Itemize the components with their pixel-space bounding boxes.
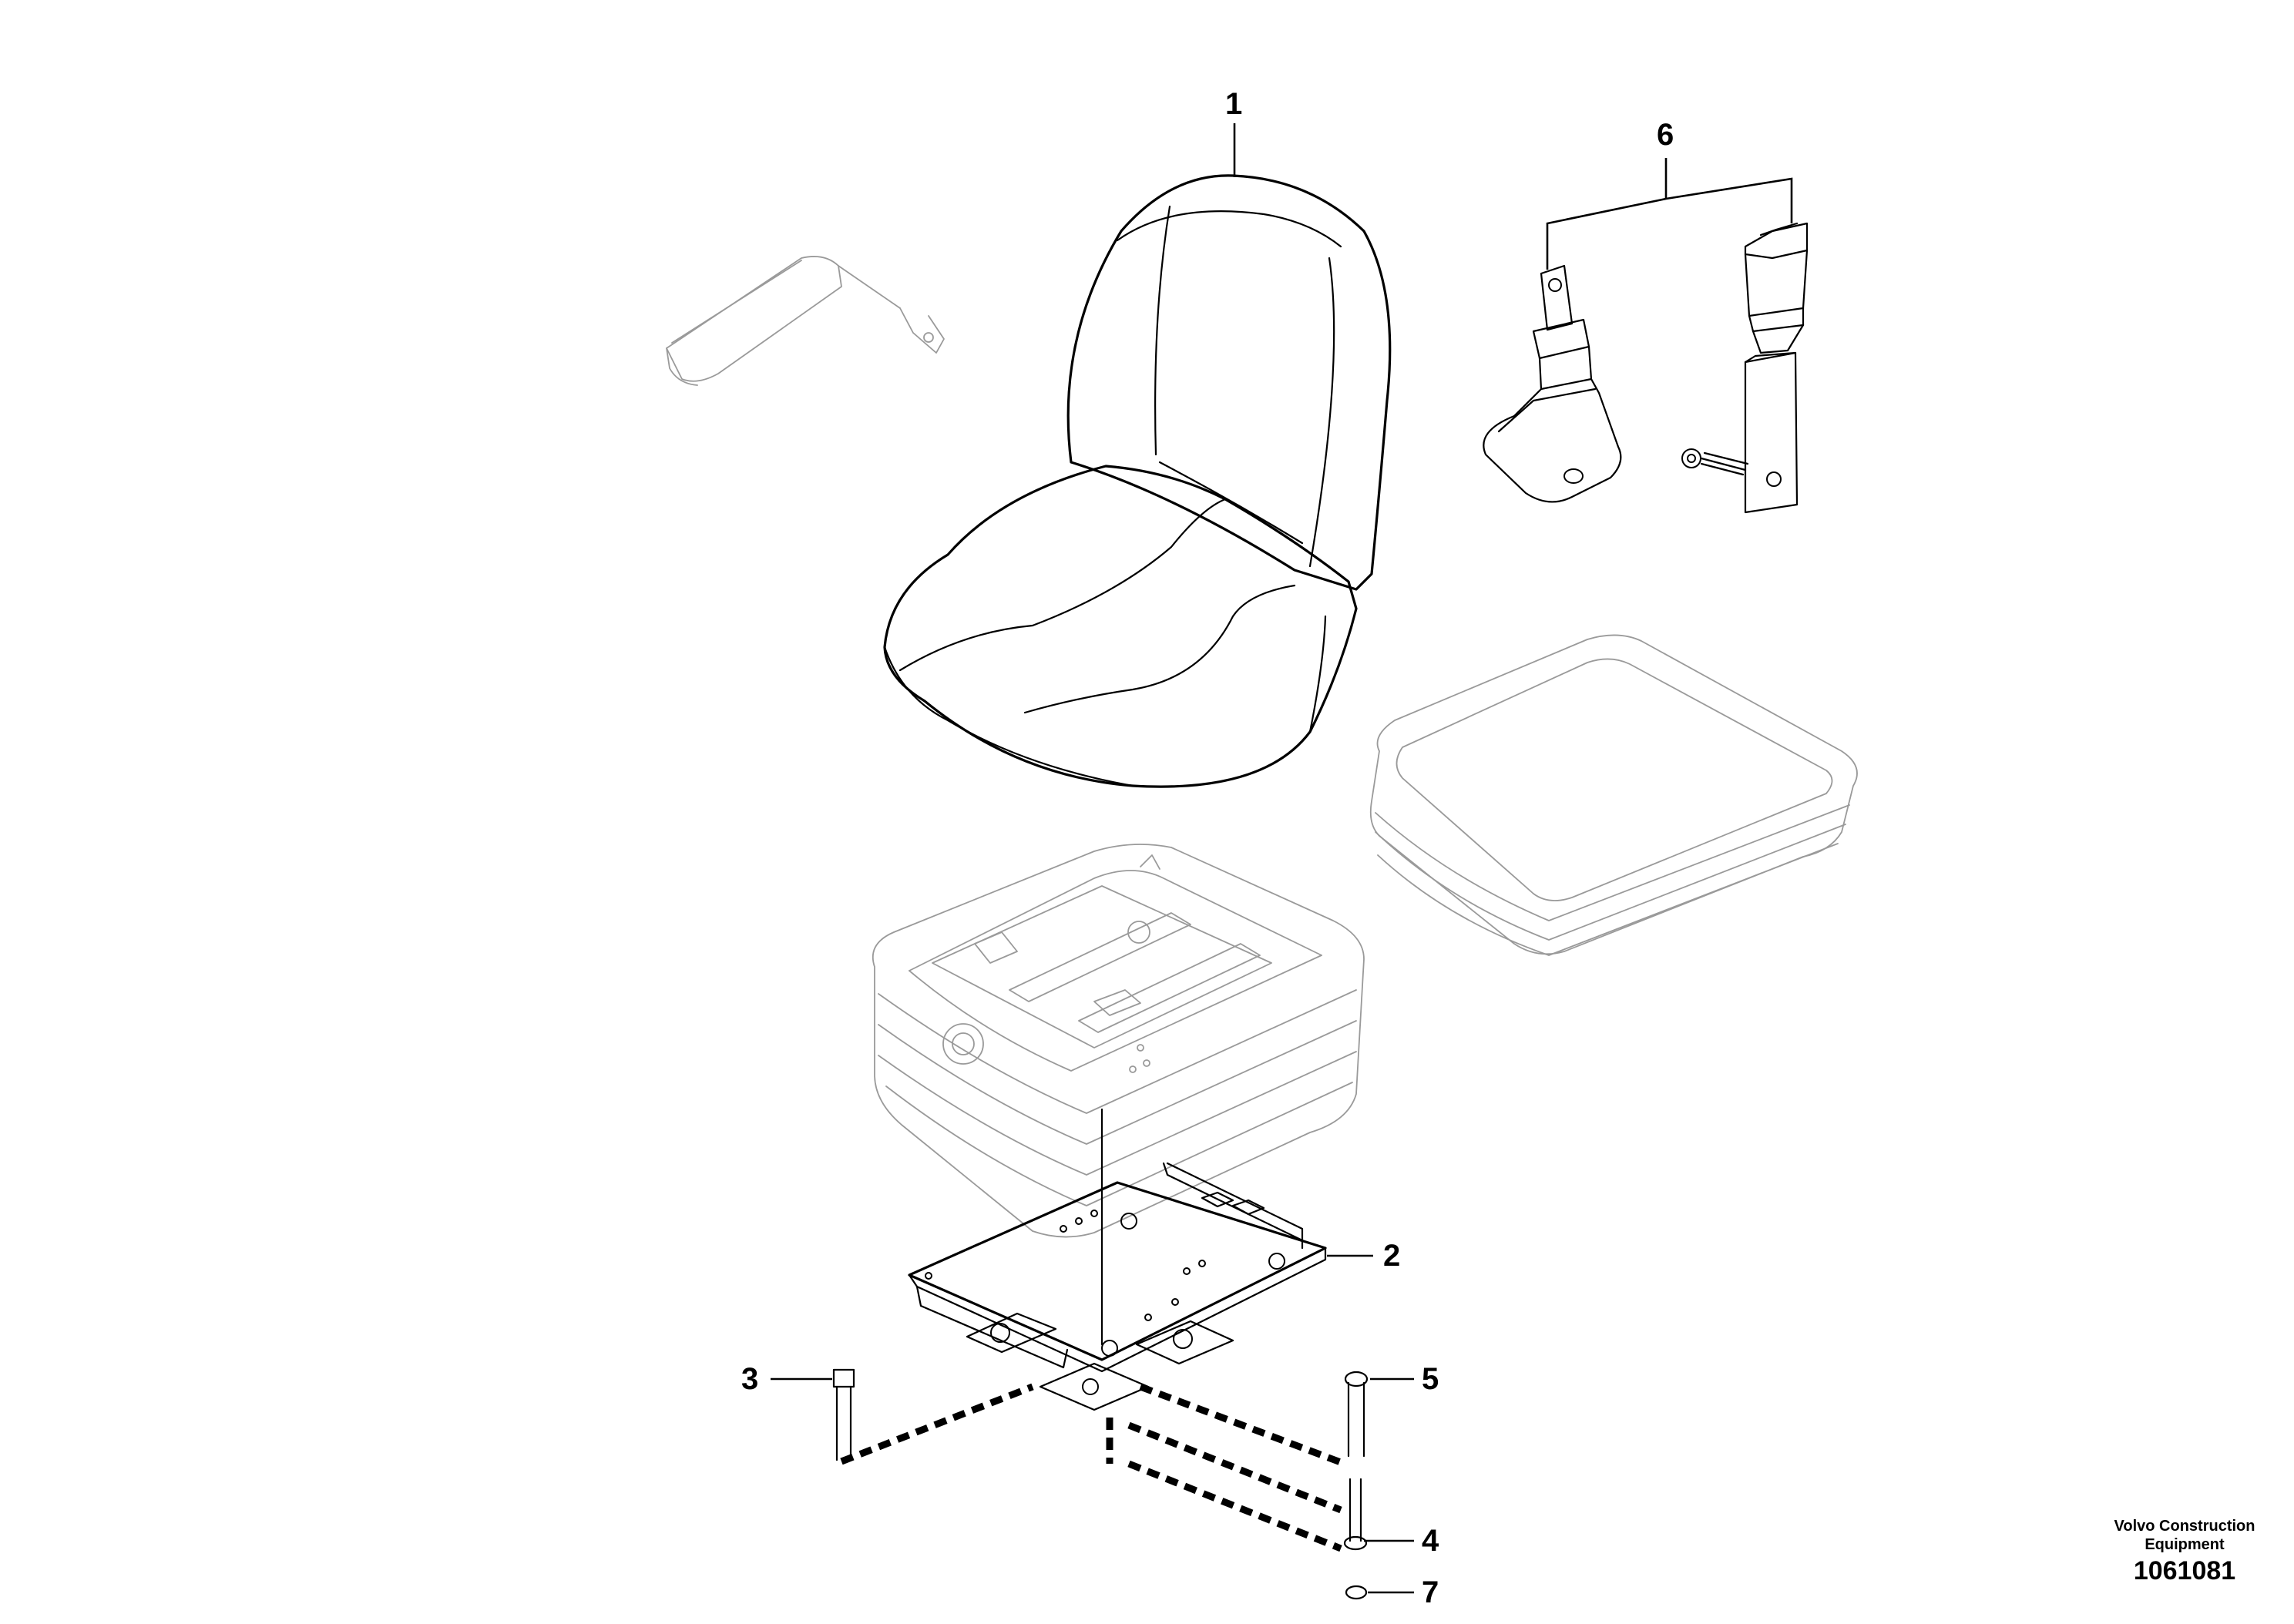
leader-lines	[771, 123, 1793, 1594]
fasteners	[832, 1368, 1369, 1600]
seat-suspension	[872, 844, 1365, 1238]
seat	[883, 174, 1392, 788]
suspension-cushion	[1369, 634, 1858, 956]
armrest	[666, 256, 945, 386]
callout-1: 1	[1225, 87, 1243, 121]
callout-3: 3	[741, 1362, 759, 1396]
callout-6: 6	[1657, 118, 1674, 152]
maker-name-line2: Equipment	[2145, 1536, 2225, 1553]
callout-4: 4	[1422, 1524, 1439, 1558]
maker-name-line1: Volvo Construction	[2114, 1518, 2255, 1535]
callout-5: 5	[1422, 1362, 1439, 1396]
callout-2: 2	[1383, 1239, 1401, 1273]
fastener-paths	[840, 1383, 1346, 1552]
figure-number: 1061081	[2133, 1556, 2236, 1585]
mounting-plate	[908, 1108, 1327, 1411]
seat-belt	[1483, 222, 1809, 514]
callout-7: 7	[1422, 1575, 1439, 1609]
